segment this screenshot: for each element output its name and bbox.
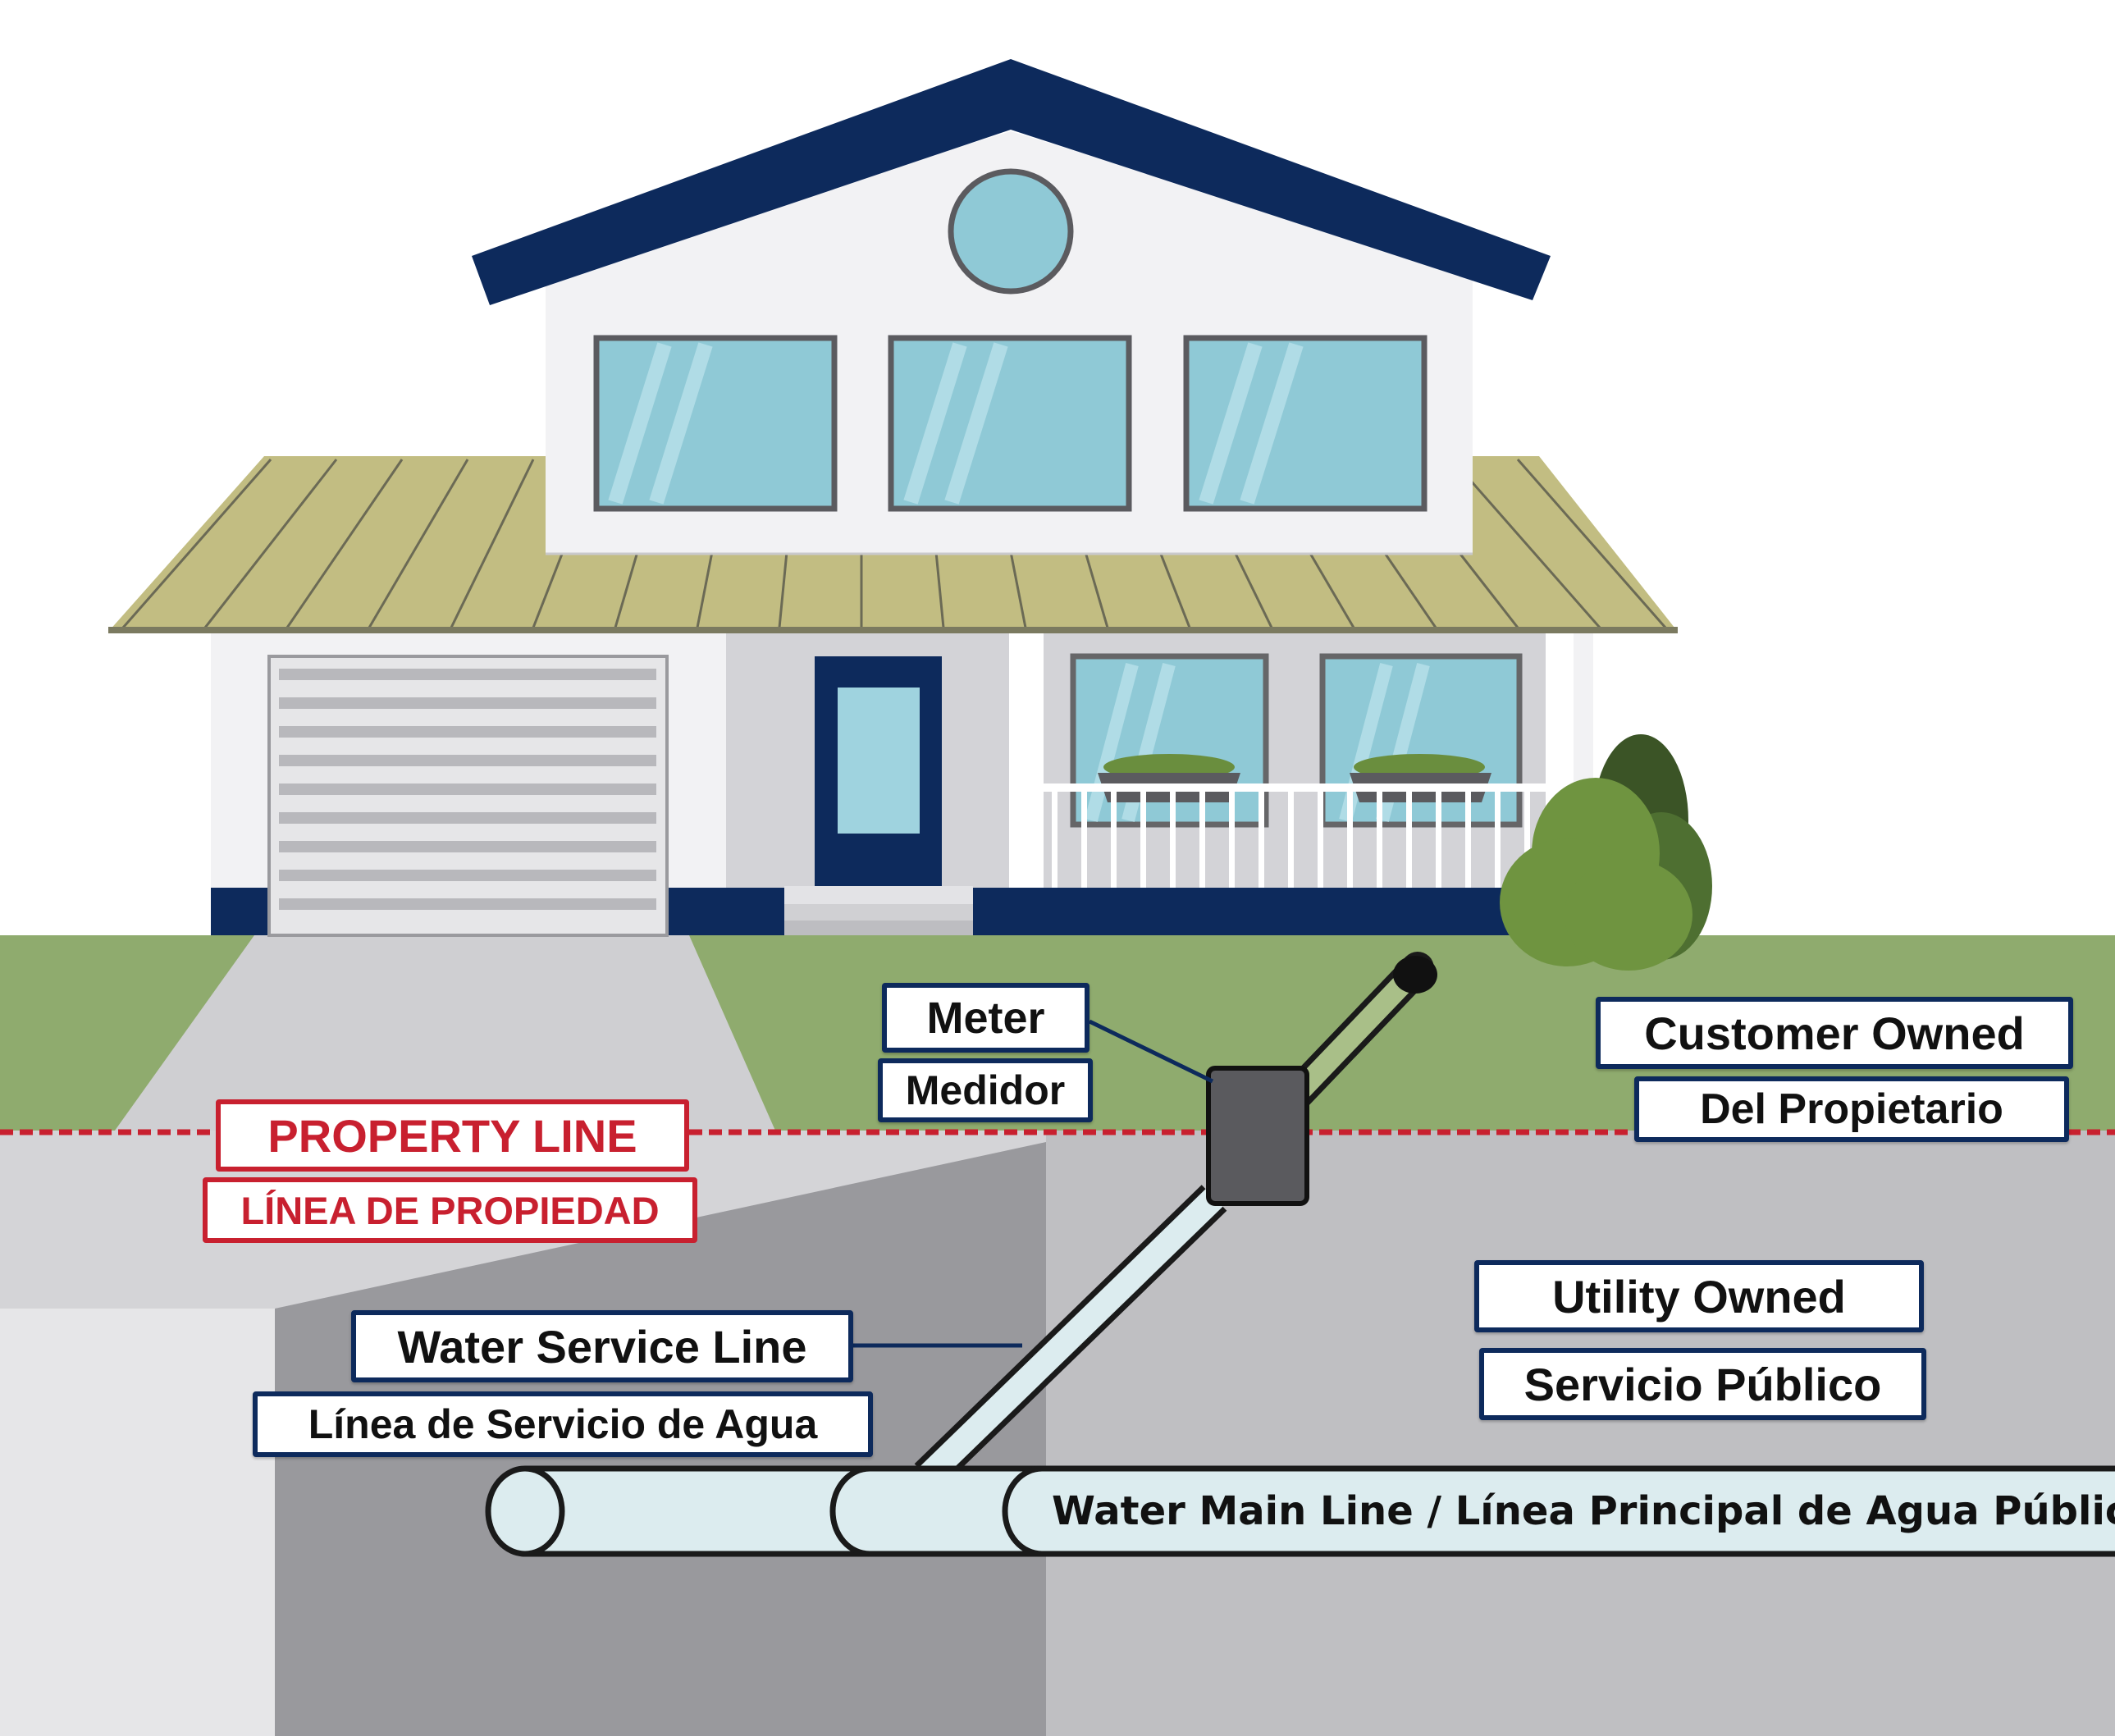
utility-owned-label-es: Servicio Público <box>1479 1348 1926 1420</box>
water-main-line-label: Water Main Line / Línea Principal de Agu… <box>1052 1488 2115 1534</box>
utility-owned-label: Utility Owned <box>1474 1260 1924 1332</box>
meter-box <box>1206 1066 1309 1206</box>
shrubs <box>1500 734 1712 971</box>
water-service-line-label-es: Línea de Servicio de Agua <box>253 1391 873 1457</box>
driveway <box>115 935 775 1131</box>
customer-owned-label: Customer Owned <box>1596 997 2073 1069</box>
meter-label-es: Medidor <box>878 1058 1093 1122</box>
property-line-label: PROPERTY LINE <box>216 1099 689 1172</box>
meter-label: Meter <box>882 983 1089 1053</box>
house <box>108 59 1678 937</box>
water-main-pipe <box>485 1465 2115 1557</box>
property-line-label-es: LÍNEA DE PROPIEDAD <box>203 1177 697 1243</box>
meter-leader-line <box>1088 1019 1214 1084</box>
customer-owned-label-es: Del Propietario <box>1634 1076 2069 1142</box>
water-service-line-label: Water Service Line <box>351 1310 853 1382</box>
pipe-cap <box>1393 956 1437 994</box>
